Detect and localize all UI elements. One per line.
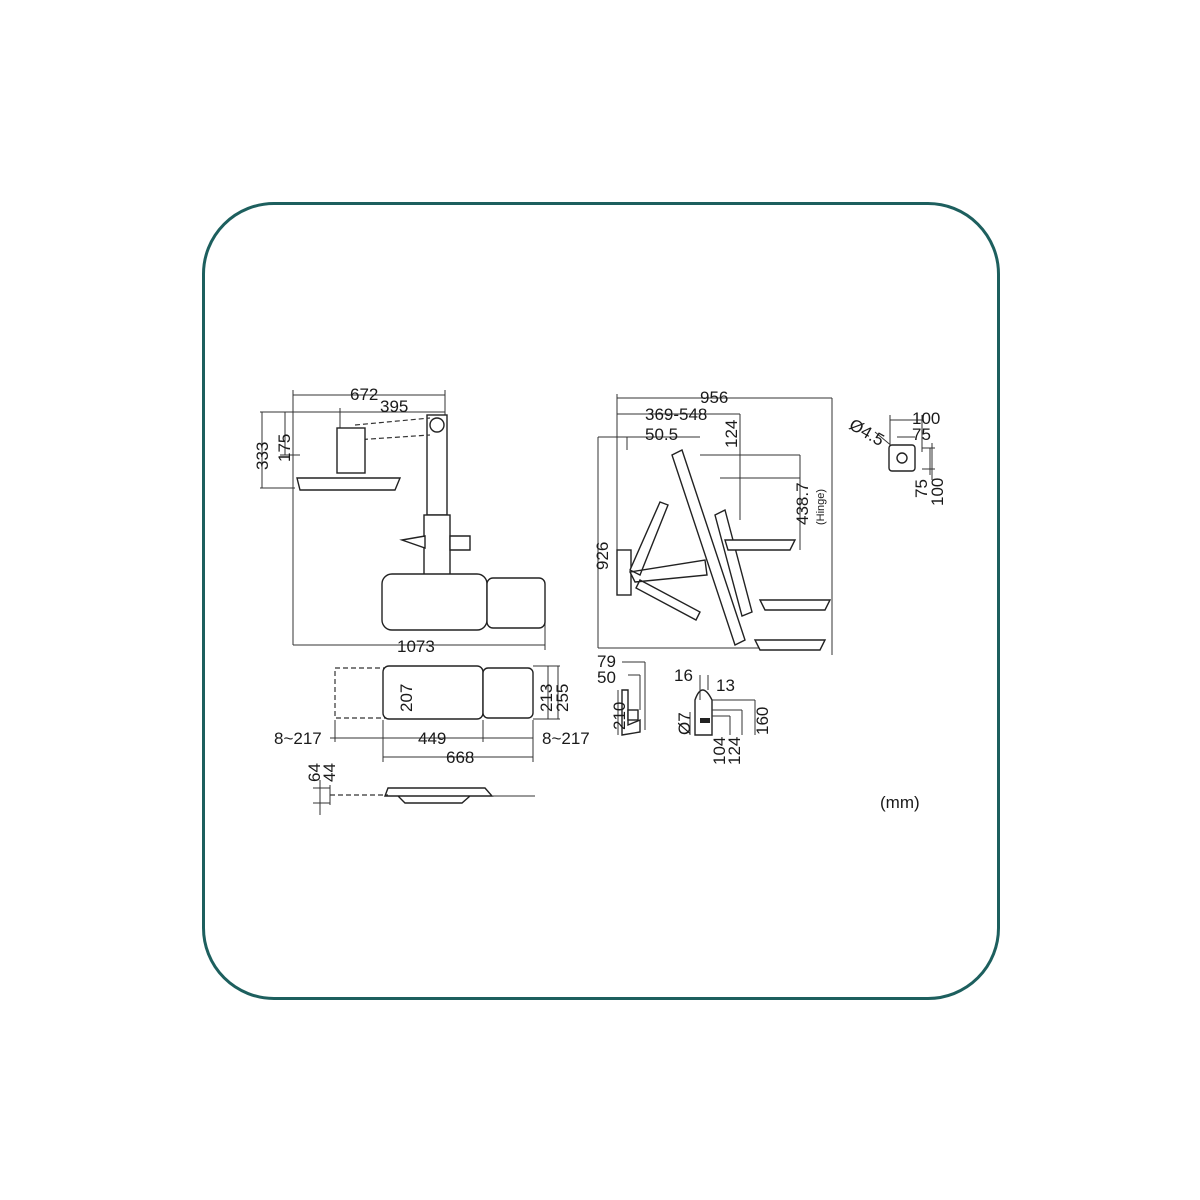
- dim-44: 44: [320, 763, 339, 782]
- dim-207: 207: [397, 684, 416, 712]
- dim-104: 104: [710, 737, 729, 765]
- mouse-extension: [486, 577, 546, 629]
- dim-395: 395: [380, 397, 408, 416]
- dim-hole-7: Ø7: [675, 712, 694, 735]
- mouse-holder: 16 13 Ø7 160 104 124: [674, 666, 772, 765]
- dim-79: 79: [597, 652, 616, 671]
- dim-369-548: 369-548: [645, 405, 707, 424]
- dim-64: 64: [305, 763, 324, 782]
- dim-vesa-75-h: 75: [912, 479, 931, 498]
- unit-label: (mm): [880, 793, 920, 812]
- dim-213: 213: [537, 684, 556, 712]
- tray-right-extension: [482, 667, 534, 719]
- dim-16: 16: [674, 666, 693, 685]
- dim-668: 668: [446, 748, 474, 767]
- monitor-upright: [671, 449, 746, 646]
- dim-ext-left: 8~217: [274, 729, 322, 748]
- dim-hole-dia: Ø4.5: [846, 415, 887, 450]
- hinge-label: (Hinge): [815, 489, 827, 525]
- ghost-monitor-mount: [336, 427, 366, 474]
- vesa-center: [896, 452, 908, 464]
- dim-255: 255: [553, 684, 572, 712]
- dim-13: 13: [716, 676, 735, 695]
- dim-vesa-75-w: 75: [912, 425, 931, 444]
- side-view: 956 369-548 50.5 124 926 438.7 (Hinge): [593, 388, 833, 655]
- top-view: 672 395 175 333 1073: [253, 385, 546, 656]
- support-arm: [628, 501, 708, 621]
- left-extension-ghost: [334, 667, 386, 719]
- arm-pivot: [429, 417, 445, 433]
- mouse-holder-slot: [700, 718, 710, 723]
- dim-449: 449: [418, 729, 446, 748]
- dim-175: 175: [275, 434, 294, 462]
- dim-124-mouse: 124: [725, 737, 744, 765]
- dim-672: 672: [350, 385, 378, 404]
- dim-926: 926: [593, 542, 612, 570]
- bracket-shape: [621, 689, 641, 736]
- vesa-pattern: Ø4.5 100 75 75 100: [846, 409, 947, 506]
- keyboard-tray: [381, 573, 488, 631]
- tray-profile: 64 44: [305, 763, 535, 815]
- dim-50-5: 50.5: [645, 425, 678, 444]
- mouse-holder-shape: [694, 689, 713, 736]
- monitor-mid: [714, 508, 753, 617]
- dim-333: 333: [253, 442, 272, 470]
- tray-profile-shape: [383, 787, 494, 804]
- wall-plate: [616, 549, 632, 596]
- ghost-keyboard-tray: [296, 477, 402, 491]
- diagram-frame: [202, 202, 1000, 1000]
- dim-124: 124: [722, 420, 741, 448]
- dim-1073: 1073: [397, 637, 435, 656]
- dim-vesa-100-h: 100: [928, 478, 947, 506]
- keyboard-trays-positions: [724, 539, 832, 651]
- dim-50: 50: [597, 668, 616, 687]
- dim-160: 160: [753, 707, 772, 735]
- dim-ext-right: 8~217: [542, 729, 590, 748]
- dim-vesa-100-w: 100: [912, 409, 940, 428]
- wall-bracket: 79 50 210: [597, 652, 646, 736]
- dim-210: 210: [610, 702, 629, 730]
- keyboard-tray-top: 207 213 255 8~217 449 8~217 668: [274, 665, 590, 767]
- dim-438-7: 438.7: [793, 482, 812, 525]
- dim-956: 956: [700, 388, 728, 407]
- tray-mount: [423, 514, 451, 576]
